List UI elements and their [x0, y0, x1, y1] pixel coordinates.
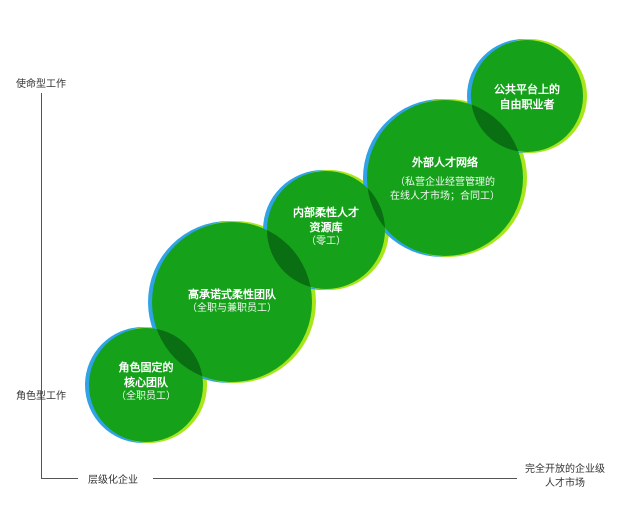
circle-2-text: 高承诺式柔性团队 （全职与兼职员工）	[162, 287, 302, 316]
circle-4-subtitle-line2: 在线人才市场；合同工）	[390, 191, 500, 202]
y-axis-top-label: 使命型工作	[16, 79, 66, 90]
y-axis-line	[41, 93, 42, 479]
circle-1-subtitle: （全职员工）	[116, 391, 176, 402]
x-axis-line-main	[153, 478, 517, 479]
x-axis-line-left	[41, 478, 78, 479]
circle-5-text: 公共平台上的 自由职业者	[482, 82, 572, 112]
circle-4-subtitle-line1: （私营企业经营管理的	[395, 177, 495, 188]
circle-1-text: 角色固定的 核心团队 （全职员工）	[96, 360, 196, 404]
y-axis-bottom-label: 角色型工作	[16, 391, 66, 402]
circle-5-title-line1: 公共平台上的	[494, 83, 560, 96]
circle-3-title-line2: 资源库	[309, 221, 343, 234]
circle-3-text: 内部柔性人才 资源库 （零工）	[276, 205, 376, 249]
circle-1-title-line2: 核心团队	[124, 376, 168, 389]
x-axis-left-label: 层级化企业	[88, 475, 138, 486]
overlap-2-3	[267, 222, 312, 289]
circle-5-title-line2: 自由职业者	[499, 98, 555, 111]
x-axis-right-label-line1: 完全开放的企业级	[525, 464, 605, 475]
circle-3-title-line1: 内部柔性人才	[293, 206, 359, 219]
overlap-4-5	[471, 100, 523, 152]
circle-4-text: 外部人才网络 （私营企业经营管理的 在线人才市场；合同工）	[380, 155, 510, 204]
circle-4-title: 外部人才网络	[412, 156, 478, 169]
circle-4-external-network	[367, 100, 523, 256]
circle-2-title: 高承诺式柔性团队	[188, 288, 276, 301]
x-axis-right-label-line2: 人才市场	[545, 478, 585, 489]
circle-2-subtitle: （全职与兼职员工）	[187, 303, 277, 314]
circle-1-title-line1: 角色固定的	[118, 361, 174, 374]
x-axis-right-label: 完全开放的企业级 人才市场	[525, 463, 605, 491]
circle-3-subtitle: （零工）	[306, 236, 346, 247]
circle-2-flexible-team	[152, 222, 312, 382]
